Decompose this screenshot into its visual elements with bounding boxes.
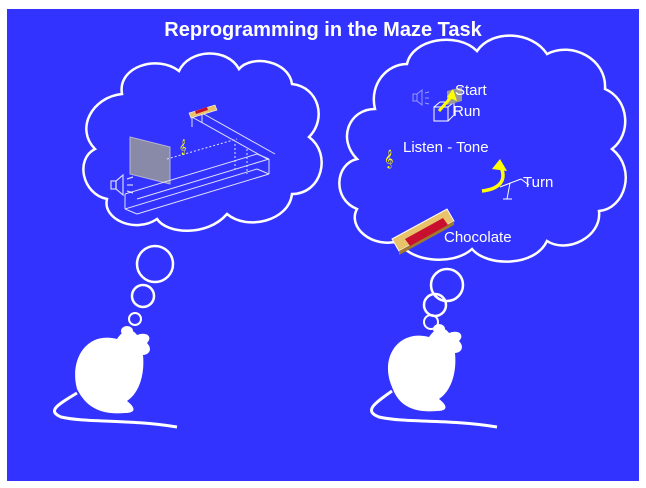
left-thought-bubble-2 (130, 283, 156, 309)
step-label-start: Start (455, 82, 487, 99)
slide: Reprogramming in the Maze Task (7, 9, 639, 481)
rat-right (370, 324, 498, 429)
right-thought-cloud (338, 34, 627, 263)
step-label-listen-tone: Listen - Tone (403, 139, 489, 156)
step-label-chocolate: Chocolate (444, 229, 512, 246)
left-thought-bubble-1 (135, 244, 175, 284)
music-note-icon: 𝄞 (384, 149, 393, 169)
maze-gray-panel (129, 136, 171, 185)
turn-junction-icon (499, 178, 530, 200)
speaker-icon (110, 173, 134, 197)
music-note-icon: 𝄞 (179, 140, 187, 155)
speaker-icon (412, 88, 430, 107)
slide-title: Reprogramming in the Maze Task (164, 19, 482, 41)
step-label-run: Run (453, 103, 481, 120)
left-thought-bubble-3 (128, 312, 142, 326)
maze-chocolate-bar (188, 104, 218, 119)
maze (124, 112, 276, 215)
diagram-art: 𝄞 𝄞 (53, 34, 627, 429)
turn-arrow-icon (481, 166, 505, 193)
rat-left (53, 326, 178, 429)
chocolate-bar (391, 208, 455, 255)
step-label-turn: Turn (523, 174, 554, 191)
right-thought-bubble-1 (429, 267, 465, 303)
right-thought-bubble-3 (423, 314, 439, 330)
left-thought-cloud (82, 52, 323, 232)
